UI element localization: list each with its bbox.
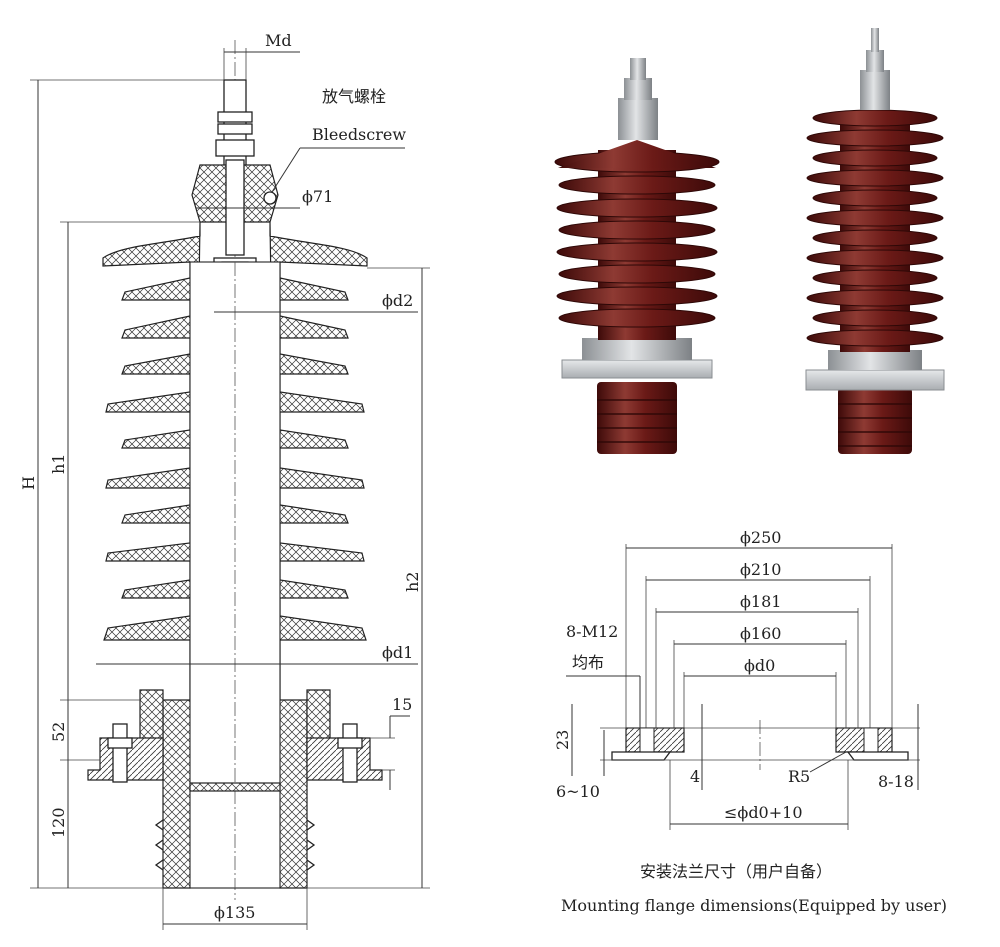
label-phid0: ϕd0 — [744, 656, 775, 675]
label-h1: h1 — [49, 454, 68, 474]
label-le-d0: ≤ϕd0+10 — [724, 803, 803, 822]
label-bolts: 8-M12 — [566, 622, 618, 641]
mounting-flange-right — [306, 689, 383, 783]
label-d15: 15 — [392, 695, 412, 714]
label-d120: 120 — [49, 807, 68, 838]
flange-plate-left — [625, 727, 685, 753]
label-h: H — [19, 476, 38, 490]
label-phid2: ϕd2 — [382, 291, 413, 310]
label-d23: 23 — [553, 730, 572, 750]
label-phi160: ϕ160 — [740, 624, 781, 643]
mounting-flange-left — [87, 689, 164, 783]
label-bolts-cn: 均布 — [572, 653, 604, 672]
label-d6-10: 6~10 — [556, 782, 600, 801]
label-d4: 4 — [690, 767, 700, 786]
lower-ribs — [154, 819, 316, 871]
label-phi181: ϕ181 — [740, 592, 781, 611]
label-phid1: ϕd1 — [382, 643, 413, 662]
bottom-plug — [189, 782, 281, 792]
label-phi210: ϕ210 — [740, 560, 781, 579]
cross-section-drawing: Md 放气螺栓 Bleedscrew ϕ71 ϕd2 ϕd1 H h1 52 1… — [19, 31, 430, 930]
label-phi135: ϕ135 — [214, 903, 255, 922]
label-bleed-en: Bleedscrew — [312, 125, 406, 144]
housing-left — [102, 221, 201, 889]
label-phi250: ϕ250 — [740, 528, 781, 547]
photo-arrester-2 — [805, 28, 945, 454]
flange-drawing: ϕ250 ϕ210 ϕ181 ϕ160 ϕd0 ≤ϕd0+10 8-M12 均布… — [553, 528, 947, 915]
photo-arrester-1 — [554, 58, 720, 454]
caption-cn: 安装法兰尺寸（用户自备） — [640, 862, 832, 881]
label-h2: h2 — [403, 572, 422, 592]
label-md: Md — [265, 31, 292, 50]
label-d52: 52 — [49, 722, 68, 742]
housing-right — [269, 221, 368, 889]
label-r5: R5 — [788, 767, 810, 786]
label-bleed-cn: 放气螺栓 — [322, 87, 386, 106]
label-d8-18: 8-18 — [878, 772, 914, 791]
label-phi71: ϕ71 — [302, 187, 333, 206]
caption-en: Mounting flange dimensions(Equipped by u… — [561, 896, 947, 915]
